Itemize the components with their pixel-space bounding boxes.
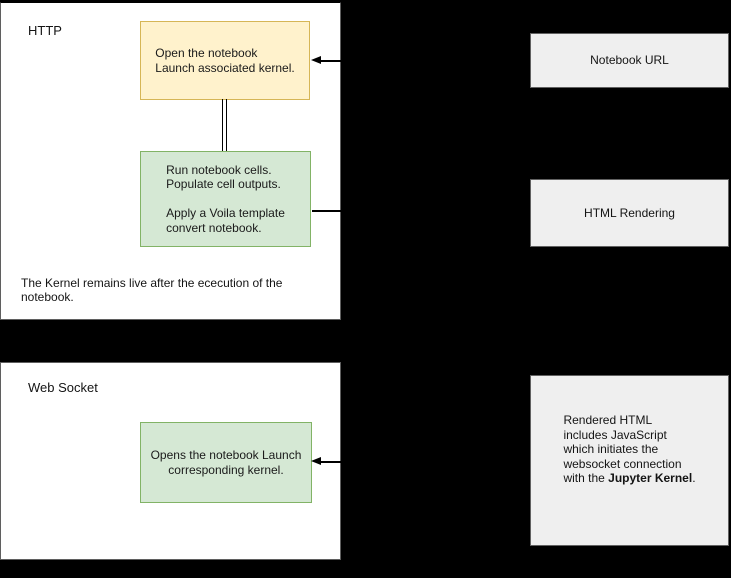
connector-websocket-line	[318, 461, 341, 463]
rendered-html-text-after: .	[692, 471, 696, 486]
html-rendering-box-text: HTML Rendering	[584, 205, 675, 220]
websocket-panel-label: Web Socket	[28, 380, 98, 395]
notebook-url-box: Notebook URL	[530, 33, 729, 88]
http-panel-label: HTTP	[28, 23, 62, 38]
rendered-html-box-text: Rendered HTML includes JavaScript which …	[563, 413, 695, 507]
connector-notebook-url-line	[318, 60, 341, 62]
kernel-note-text: The Kernel remains live after the ececut…	[21, 276, 283, 305]
open-notebook-node: Open the notebook Launch associated kern…	[140, 21, 310, 100]
arrowhead-left-icon	[311, 457, 321, 466]
opens-kernel-node-text: Opens the notebook Launch corresponding …	[150, 448, 302, 477]
open-notebook-node-text: Open the notebook Launch associated kern…	[155, 46, 295, 75]
rendered-html-box: Rendered HTML includes JavaScript which …	[530, 375, 729, 546]
arrowhead-left-icon	[311, 56, 321, 65]
notebook-url-box-text: Notebook URL	[590, 53, 669, 68]
connector-html-rendering-line	[312, 210, 341, 212]
rendered-html-text-before: Rendered HTML includes JavaScript which …	[563, 413, 682, 486]
connector-double-line	[222, 99, 227, 151]
run-cells-node: Run notebook cells. Populate cell output…	[140, 151, 311, 247]
rendered-html-text-bold: Jupyter Kernel	[608, 471, 693, 486]
html-rendering-box: HTML Rendering	[530, 179, 729, 247]
opens-kernel-node: Opens the notebook Launch corresponding …	[140, 422, 312, 503]
run-cells-node-text: Run notebook cells. Populate cell output…	[166, 162, 285, 235]
